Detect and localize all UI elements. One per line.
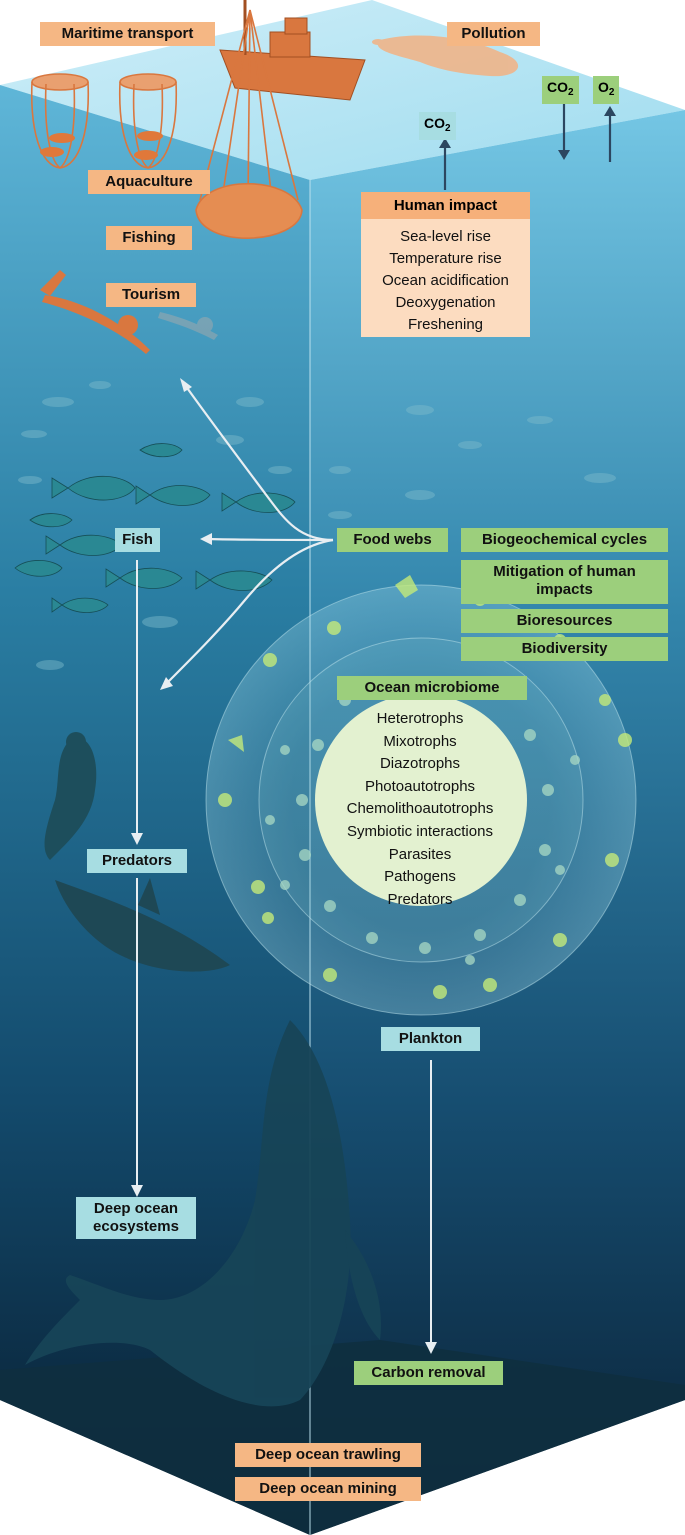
impact-item: Ocean acidification [382,272,509,289]
co2-label-uptake: CO2 [542,76,579,104]
trophic-arrows [136,560,432,1342]
deep-ocean-mining-label: Deep ocean mining [235,1477,421,1501]
seal-shape [44,732,97,860]
microbiome-item: Photoautotrophs [364,777,476,795]
predators-label: Predators [87,849,187,873]
plankton-organisms [265,694,580,965]
deep-ocean-ecosystems-label: Deep ocean ecosystems [76,1197,196,1239]
maritime-transport-label: Maritime transport [40,22,215,46]
fishing-label: Fishing [106,226,192,250]
ocean-microbiome-label: Ocean microbiome [337,676,527,700]
whale-shape [25,1020,381,1407]
biodiversity-label: Biodiversity [461,637,668,661]
impact-item: Deoxygenation [395,294,496,311]
co2-label-emission: CO2 [419,112,456,140]
carbon-removal-label: Carbon removal [354,1361,503,1385]
plankton-label: Plankton [381,1027,480,1051]
shark-shape [55,878,230,972]
fishing-net-shape [195,9,303,239]
impact-item: Freshening [407,316,484,333]
microbiome-item: Predators [387,890,453,908]
ocean-microbiome-list: Heterotrophs Mixotrophs Diazotrophs Phot… [320,708,520,911]
impact-item: Sea-level rise [400,228,491,245]
microbiome-item: Diazotrophs [379,755,461,773]
fish-faded [18,381,616,670]
o2-label: O2 [593,76,620,104]
seafloor [0,1340,685,1535]
mitigation-label: Mitigation of human impacts [461,560,668,604]
fish-label: Fish [115,528,160,552]
human-impact-panel: Human impact Sea-level rise Temperature … [361,192,530,337]
ocean-microbiome-core [315,694,527,906]
pollution-label: Pollution [447,22,540,46]
diver-shape [40,270,150,354]
microbiome-item: Symbiotic interactions [347,822,493,840]
food-webs-label: Food webs [337,528,448,552]
microbiome-item: Mixotrophs [383,732,457,750]
impact-item: Temperature rise [389,250,502,267]
microbiome-item: Chemolithoautotrophs [346,800,494,818]
diver-shape-faded [158,312,218,340]
microbiome-item: Parasites [388,845,452,863]
ocean-front-face [0,85,310,1535]
microbiome-item: Pathogens [384,868,456,886]
biogeochemical-cycles-label: Biogeochemical cycles [461,528,668,552]
aquaculture-label: Aquaculture [88,170,210,194]
food-web-arrows [164,384,334,686]
deep-ocean-trawling-label: Deep ocean trawling [235,1443,421,1467]
human-impact-list: Sea-level rise Temperature rise Ocean ac… [361,226,530,336]
bioresources-label: Bioresources [461,609,668,633]
microbiome-item: Heterotrophs [376,710,464,727]
fish-school [14,443,296,613]
human-impact-title: Human impact [361,192,530,219]
tourism-label: Tourism [106,283,196,307]
gas-exchange-arrows [443,104,612,190]
